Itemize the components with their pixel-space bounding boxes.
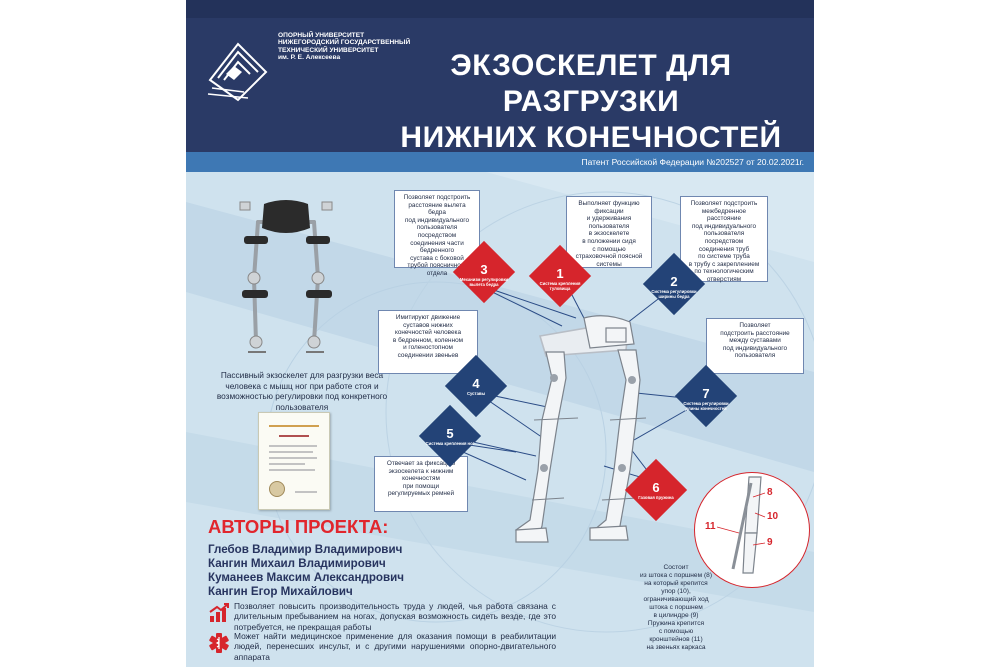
medical-star-icon bbox=[209, 633, 229, 653]
marker-label: Газовая пружина bbox=[638, 495, 674, 500]
info-box-7: Позволяет подстроить расстояние между су… bbox=[706, 318, 804, 374]
marker-label: Система крепления ног bbox=[425, 441, 475, 446]
marker-label: Система регулировки длины конечностей bbox=[683, 401, 729, 411]
seal-icon bbox=[269, 481, 285, 497]
marker-number: 6 bbox=[652, 480, 660, 495]
info-box-1: Выполняет функцию фиксации и удерживания… bbox=[566, 196, 652, 268]
gas-spring-zoom: 8 10 9 11 bbox=[694, 472, 810, 588]
marker-number: 3 bbox=[480, 262, 488, 277]
page-title: ЭКЗОСКЕЛЕТ ДЛЯ РАЗГРУЗКИ НИЖНИХ КОНЕЧНОС… bbox=[400, 49, 782, 154]
header-strip bbox=[186, 0, 814, 18]
zoom-label: 10 bbox=[767, 511, 779, 522]
author-name: Кангин Михаил Владимирович bbox=[208, 557, 386, 570]
gas-spring-detail bbox=[716, 476, 766, 574]
zoom-label: 9 bbox=[767, 537, 773, 548]
zoom-label: 8 bbox=[767, 487, 773, 498]
info-box-2: Позволяет подстроить межбедренное рассто… bbox=[680, 196, 768, 283]
marker-number: 4 bbox=[472, 376, 480, 391]
info-box-4: Имитируют движение суставов нижних конеч… bbox=[378, 310, 478, 374]
zoom-label: 11 bbox=[705, 521, 716, 532]
benefit-text: Позволяет повысить производительность тр… bbox=[234, 601, 556, 632]
patent-text: Патент Российской Федерации №202527 от 2… bbox=[581, 157, 804, 167]
header-banner: ОПОРНЫЙ УНИВЕРСИТЕТ НИЖЕГОРОДСКИЙ ГОСУДА… bbox=[186, 0, 814, 154]
marker-label: Суставы bbox=[466, 391, 486, 396]
patent-bar: Патент Российской Федерации №202527 от 2… bbox=[186, 152, 814, 172]
gas-spring-description: Состоит из штока с поршнем (8) на которы… bbox=[639, 564, 713, 651]
marker-number: 2 bbox=[670, 274, 678, 289]
university-logo-icon bbox=[207, 42, 268, 102]
marker-label: Система крепления туловища bbox=[539, 281, 581, 291]
info-box-5: Отвечает за фиксацию экзоскелета к нижни… bbox=[374, 456, 468, 512]
authors-heading: АВТОРЫ ПРОЕКТА: bbox=[208, 516, 389, 537]
author-name: Кангин Егор Михайлович bbox=[208, 585, 353, 598]
poster: ОПОРНЫЙ УНИВЕРСИТЕТ НИЖЕГОРОДСКИЙ ГОСУДА… bbox=[186, 0, 814, 667]
marker-label: Система регулировки ширины бедра bbox=[651, 289, 697, 299]
growth-chart-icon bbox=[209, 603, 229, 622]
marker-number: 5 bbox=[446, 426, 454, 441]
photo-caption: Пассивный экзоскелет для разгрузки веса … bbox=[216, 370, 388, 412]
university-name: ОПОРНЫЙ УНИВЕРСИТЕТ НИЖЕГОРОДСКИЙ ГОСУДА… bbox=[278, 32, 411, 62]
exoskeleton-diagram bbox=[435, 265, 747, 561]
marker-number: 1 bbox=[556, 266, 564, 281]
author-name: Глебов Владимир Владимирович bbox=[208, 543, 403, 556]
author-name: Куманеев Максим Александрович bbox=[208, 571, 404, 584]
marker-number: 7 bbox=[702, 386, 710, 401]
info-box-3: Позволяет подстроить расстояние вылета б… bbox=[394, 190, 480, 277]
patent-certificate bbox=[258, 412, 330, 510]
benefit-text: Может найти медицинское применение для о… bbox=[234, 631, 556, 662]
exoskeleton-photo bbox=[239, 200, 333, 353]
marker-label: Механизм регулировки вылета бедра bbox=[459, 277, 509, 287]
